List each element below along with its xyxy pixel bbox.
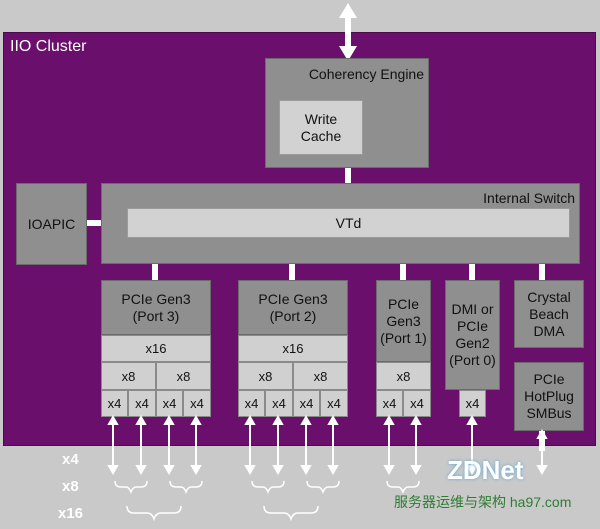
port-2-x4-b: x4: [265, 390, 293, 417]
lane-label-x4: x4: [62, 451, 79, 468]
port-1-x8: x8: [376, 362, 431, 390]
port-1: PCIe Gen3 (Port 1): [376, 280, 431, 362]
port-1-x4-a: x4: [376, 390, 403, 417]
port-2: PCIe Gen3 (Port 2): [238, 280, 348, 335]
port-3: PCIe Gen3 (Port 3): [101, 280, 211, 335]
port-2-x8-b: x8: [293, 362, 348, 390]
port-2-x4-d: x4: [320, 390, 348, 417]
ioapic: IOAPIC: [16, 183, 87, 265]
port-2-x4-c: x4: [293, 390, 320, 417]
internal-switch-label: Internal Switch: [483, 190, 575, 206]
port-2-x16: x16: [238, 335, 348, 362]
watermark-text: 服务器运维与架构 ha97.com: [394, 494, 572, 510]
lane-label-x8: x8: [62, 478, 79, 495]
coherency-engine-label: Coherency Engine: [308, 66, 424, 82]
watermark-logo: ZDNet: [447, 455, 524, 485]
port-3-x8-b: x8: [156, 362, 211, 390]
port-2-x8-a: x8: [238, 362, 293, 390]
lane-label-x16: x16: [58, 505, 84, 522]
port-3-x8-a: x8: [101, 362, 156, 390]
port-0-x4: x4: [459, 390, 486, 417]
crystal-beach-dma: Crystal Beach DMA: [514, 280, 584, 348]
port-0: DMI or PCIe Gen2 (Port 0): [445, 280, 500, 390]
port-3-x4-a: x4: [101, 390, 128, 417]
port-3-x4-d: x4: [183, 390, 211, 417]
port-3-x16: x16: [101, 335, 211, 362]
pcie-hotplug-smbus: PCIe HotPlug SMBus: [514, 362, 584, 431]
port-2-x4-a: x4: [238, 390, 265, 417]
cluster-title: IIO Cluster: [10, 38, 87, 55]
port-1-x4-b: x4: [403, 390, 431, 417]
write-cache: Write Cache: [279, 100, 363, 155]
port-3-x4-b: x4: [128, 390, 156, 417]
vtd-box: VTd: [127, 208, 570, 238]
